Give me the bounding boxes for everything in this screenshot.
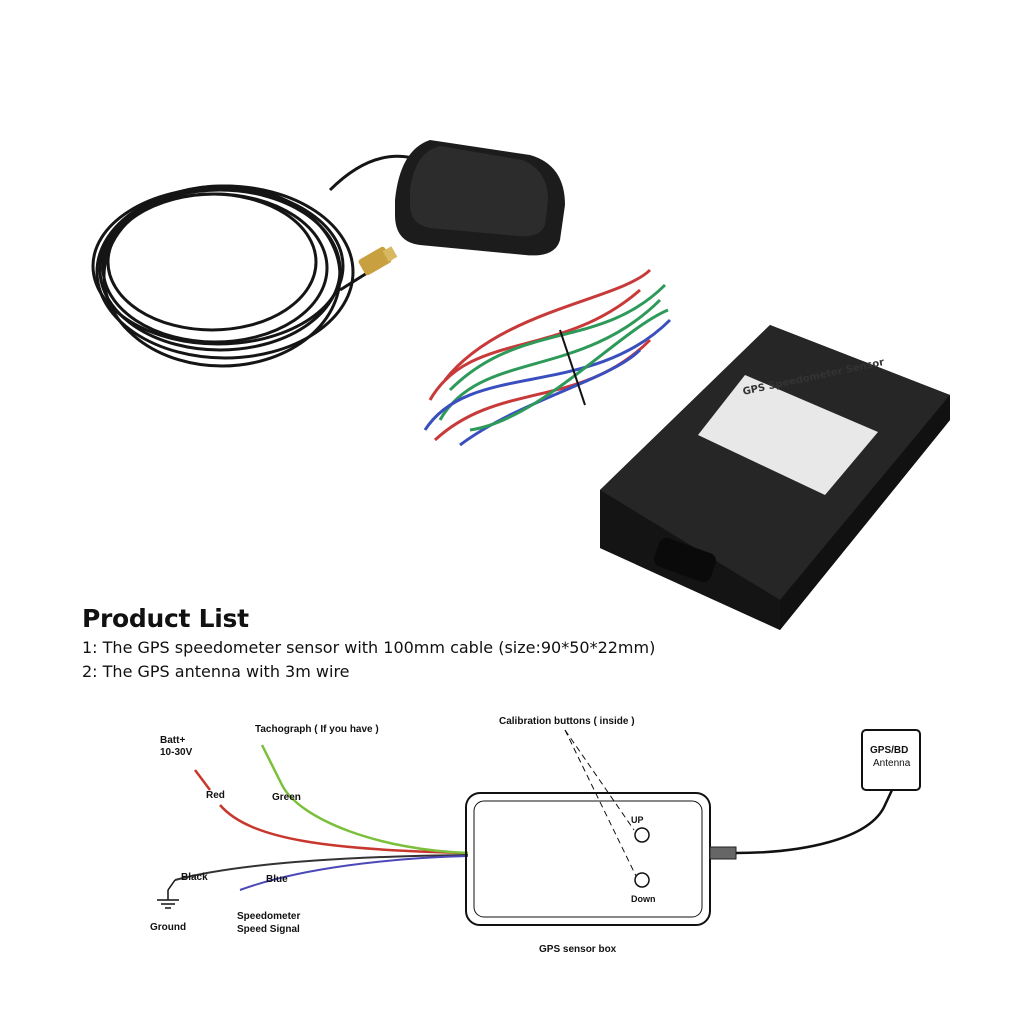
red-wire-label: Red	[206, 790, 225, 801]
product-list-item-2: 2: The GPS antenna with 3m wire	[82, 662, 350, 681]
green-wire-label: Green	[272, 792, 301, 803]
ground-symbol	[157, 879, 179, 909]
antenna-label-line1: GPS/BD	[870, 745, 909, 756]
wiring-diagram	[157, 729, 921, 926]
antenna-cable	[735, 789, 894, 855]
up-button	[634, 827, 650, 843]
blue-wire-label: Blue	[266, 874, 288, 885]
sma-connector	[358, 246, 398, 276]
product-list-item-1: 1: The GPS speedometer sensor with 100mm…	[82, 638, 656, 657]
black-wire	[174, 854, 469, 881]
calibration-pointer-up	[564, 729, 635, 831]
up-label: UP	[631, 815, 644, 825]
sensor-box	[600, 325, 950, 630]
product-list: Product List 1: The GPS speedometer sens…	[82, 604, 782, 685]
batt-voltage-label: 10-30V	[160, 747, 193, 758]
ground-label: Ground	[150, 922, 187, 933]
calibration-pointer-down	[564, 729, 637, 877]
blue-wire	[239, 855, 469, 891]
down-button	[634, 872, 650, 888]
gps-antenna-puck	[395, 140, 565, 256]
antenna-box	[861, 729, 921, 791]
wire-harness	[423, 268, 672, 447]
black-wire-label: Black	[181, 872, 208, 883]
calibration-label: Calibration buttons ( inside )	[499, 716, 635, 727]
gps-sensor-box-label: GPS sensor box	[539, 944, 617, 955]
product-list-title: Product List	[82, 604, 249, 633]
gps-sensor-box	[465, 792, 711, 926]
product-photo	[91, 140, 950, 630]
tachograph-label: Tachograph ( If you have )	[255, 724, 379, 735]
antenna-connector	[709, 846, 737, 860]
green-wire	[260, 744, 469, 855]
speedometer-label: Speedometer	[237, 911, 301, 922]
gps-sensor-box-inner	[473, 800, 703, 918]
antenna-cable-coil	[91, 154, 421, 368]
red-wire	[194, 769, 469, 855]
speed-signal-label: Speed Signal	[237, 924, 300, 935]
batt-label: Batt+	[160, 735, 186, 746]
antenna-label-line2: Antenna	[873, 758, 911, 769]
down-label: Down	[631, 894, 656, 904]
